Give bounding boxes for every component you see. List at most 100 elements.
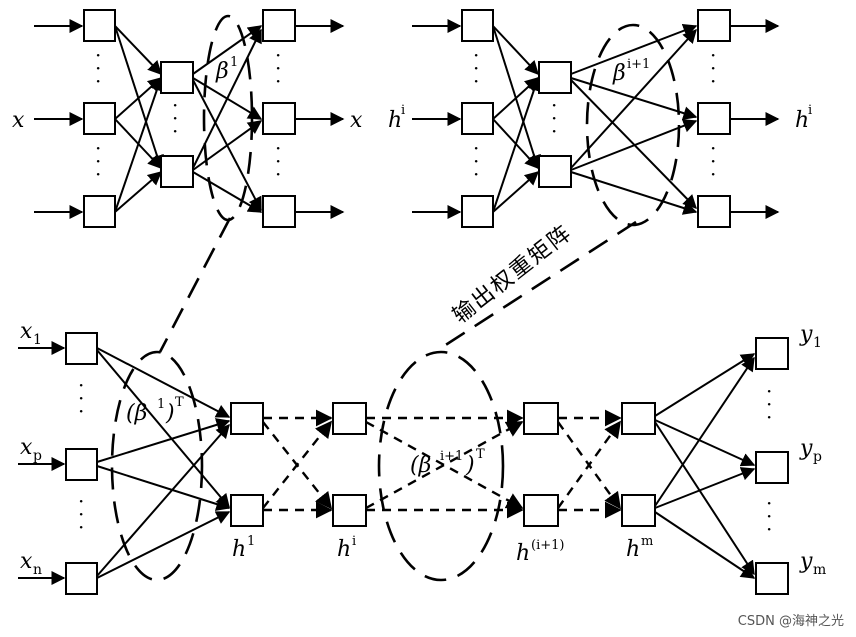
input-label: x bbox=[20, 319, 33, 344]
node bbox=[83, 9, 116, 42]
hidden-label: h bbox=[337, 537, 351, 562]
node bbox=[697, 102, 731, 135]
input-sub: 1 bbox=[33, 332, 42, 348]
weight-label: β bbox=[612, 61, 626, 86]
svg-text:·: · bbox=[766, 504, 772, 528]
weight-ellipse bbox=[110, 350, 204, 582]
weight-sup: i+1 bbox=[440, 449, 463, 464]
input-label: x bbox=[20, 549, 33, 574]
connector-left bbox=[158, 217, 232, 353]
svg-text:·: · bbox=[275, 136, 281, 160]
svg-text:·: · bbox=[766, 491, 772, 515]
svg-text:·: · bbox=[78, 489, 84, 513]
svg-text:·: · bbox=[275, 162, 281, 186]
node bbox=[538, 155, 572, 188]
svg-text:·: · bbox=[710, 69, 716, 93]
input-label: x bbox=[20, 435, 33, 460]
input-sub: n bbox=[33, 562, 42, 578]
node bbox=[83, 102, 116, 135]
svg-text:·: · bbox=[473, 136, 479, 160]
hidden-sup: m bbox=[641, 534, 653, 549]
hidden-sup: i bbox=[352, 534, 356, 549]
node bbox=[621, 402, 656, 435]
weight-sup: i+1 bbox=[627, 57, 650, 72]
output-label: y bbox=[799, 436, 813, 461]
weight-label: (β bbox=[410, 453, 431, 478]
node bbox=[755, 337, 789, 370]
svg-text:·: · bbox=[473, 162, 479, 186]
svg-text:·: · bbox=[473, 69, 479, 93]
svg-text:·: · bbox=[710, 162, 716, 186]
input-sup: i bbox=[401, 103, 405, 118]
node bbox=[461, 195, 494, 228]
node bbox=[755, 562, 789, 595]
input-label: x bbox=[12, 108, 25, 133]
output-sup: i bbox=[808, 103, 812, 118]
node bbox=[461, 9, 494, 42]
node bbox=[523, 494, 559, 527]
node bbox=[65, 448, 98, 481]
input-label: h bbox=[388, 108, 402, 133]
connector-right bbox=[443, 220, 637, 348]
weight-label: (β bbox=[126, 401, 147, 426]
svg-text:·: · bbox=[766, 405, 772, 429]
svg-text:·: · bbox=[275, 149, 281, 173]
output-label: y bbox=[799, 549, 813, 574]
hidden-sup: (i+1) bbox=[531, 538, 564, 553]
svg-text:·: · bbox=[551, 106, 557, 130]
svg-text:·: · bbox=[95, 56, 101, 80]
weight-ellipse bbox=[585, 23, 681, 227]
node bbox=[332, 402, 367, 435]
svg-text:·: · bbox=[172, 106, 178, 130]
top-right-autoencoder: ··· ··· ··· ··· ··· h i h i β i+1 bbox=[388, 9, 812, 228]
node bbox=[262, 102, 296, 135]
node bbox=[697, 9, 731, 42]
weight-close: ) bbox=[165, 401, 175, 426]
node bbox=[523, 402, 559, 435]
svg-text:·: · bbox=[473, 43, 479, 67]
svg-text:·: · bbox=[78, 502, 84, 526]
svg-text:·: · bbox=[710, 149, 716, 173]
node bbox=[262, 195, 296, 228]
svg-text:·: · bbox=[766, 517, 772, 541]
top-left-autoencoder: ··· ··· ··· ··· ··· x x β 1 bbox=[12, 9, 363, 228]
svg-text:·: · bbox=[78, 399, 84, 423]
svg-text:·: · bbox=[78, 373, 84, 397]
svg-text:·: · bbox=[95, 43, 101, 67]
node bbox=[461, 102, 494, 135]
svg-text:·: · bbox=[78, 515, 84, 539]
node bbox=[160, 61, 194, 94]
svg-text:·: · bbox=[95, 69, 101, 93]
node bbox=[230, 494, 264, 527]
node bbox=[262, 9, 296, 42]
node bbox=[65, 562, 98, 595]
node bbox=[755, 451, 789, 484]
hidden-label: h bbox=[232, 537, 246, 562]
watermark: CSDN @海神之光 bbox=[737, 614, 844, 629]
node bbox=[621, 494, 656, 527]
node bbox=[230, 402, 264, 435]
svg-text:·: · bbox=[551, 119, 557, 143]
svg-text:·: · bbox=[275, 69, 281, 93]
svg-text:·: · bbox=[710, 43, 716, 67]
svg-text:·: · bbox=[766, 392, 772, 416]
svg-text:·: · bbox=[95, 136, 101, 160]
output-label: x bbox=[350, 108, 363, 133]
bottom-network: ··· ··· ··· ··· x 1 x p x n y 1 y p y m … bbox=[18, 319, 826, 595]
weight-transpose: T bbox=[476, 447, 485, 462]
svg-text:·: · bbox=[172, 93, 178, 117]
svg-text:·: · bbox=[78, 386, 84, 410]
weight-sup: 1 bbox=[230, 55, 238, 70]
svg-text:·: · bbox=[473, 56, 479, 80]
node bbox=[332, 494, 367, 527]
hidden-label: h bbox=[516, 541, 530, 566]
svg-text:·: · bbox=[95, 162, 101, 186]
svg-text:·: · bbox=[551, 93, 557, 117]
node bbox=[83, 195, 116, 228]
svg-text:·: · bbox=[275, 56, 281, 80]
weight-sup: 1 bbox=[157, 397, 165, 412]
svg-text:·: · bbox=[275, 43, 281, 67]
input-sub: p bbox=[33, 448, 42, 464]
weight-label: β bbox=[215, 59, 229, 84]
